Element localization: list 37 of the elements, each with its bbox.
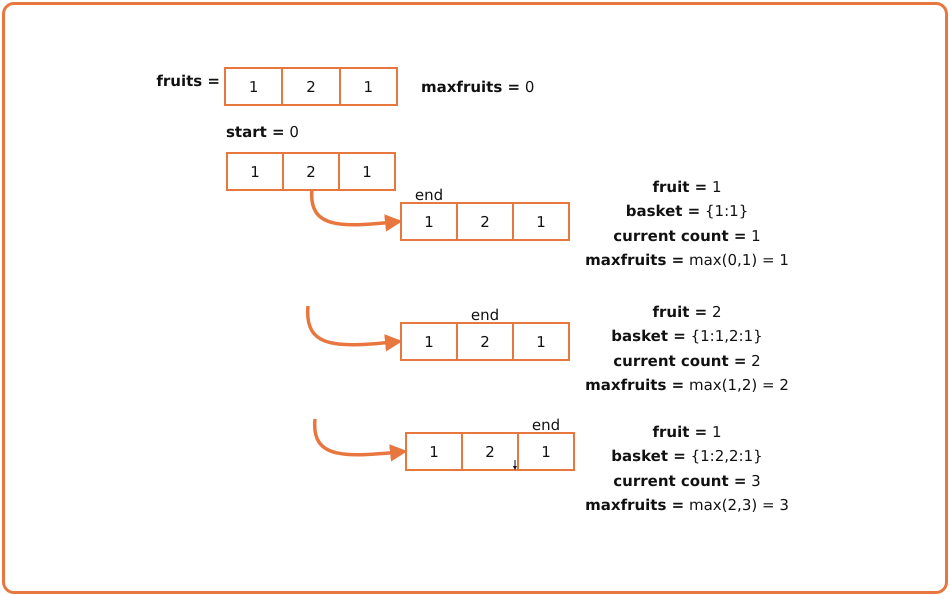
state-text: current count = 2 <box>613 352 761 370</box>
cell-value: 1 <box>536 212 546 230</box>
pointer-label: end <box>470 306 500 324</box>
state-text: maxfruits = max(2,3) = 3 <box>585 496 789 514</box>
cell-value: 1 <box>541 442 551 460</box>
cell-value: 1 <box>429 442 439 460</box>
cell-value: 1 <box>424 212 434 230</box>
state-text: basket = {1:2,2:1} <box>611 447 763 465</box>
variable-label: start = 0 <box>226 123 299 141</box>
cell-value: 2 <box>306 162 316 180</box>
state-text: maxfruits = max(1,2) = 2 <box>585 376 789 394</box>
state-text: fruit = 1 <box>652 423 722 441</box>
state-text: fruit = 2 <box>652 303 722 321</box>
state-text: basket = {1:1} <box>626 202 748 220</box>
cell-value: 1 <box>364 78 374 96</box>
curved-arrow <box>310 188 402 232</box>
curved-arrow <box>306 306 402 352</box>
cell-value: 2 <box>485 442 495 460</box>
cell-value: 1 <box>424 332 434 350</box>
cell-value: 1 <box>250 162 260 180</box>
state-text: basket = {1:1,2:1} <box>611 327 763 345</box>
variable-label: maxfruits = 0 <box>421 78 534 96</box>
cell-value: 2 <box>306 78 316 96</box>
cell-value: 1 <box>362 162 372 180</box>
state-text: fruit = 1 <box>652 178 722 196</box>
state-text: current count = 3 <box>613 472 761 490</box>
variable-label: fruits = <box>156 72 220 90</box>
cell-value: 1 <box>536 332 546 350</box>
pointer-label: end <box>414 186 444 204</box>
cell-value: 2 <box>480 212 490 230</box>
array-box <box>226 152 396 191</box>
curved-arrow <box>313 418 408 462</box>
cell-value: 1 <box>248 78 258 96</box>
pointer-label: end <box>532 416 560 434</box>
state-text: maxfruits = max(0,1) = 1 <box>585 251 789 269</box>
cell-value: 2 <box>480 332 490 350</box>
state-text: current count = 1 <box>613 227 761 245</box>
